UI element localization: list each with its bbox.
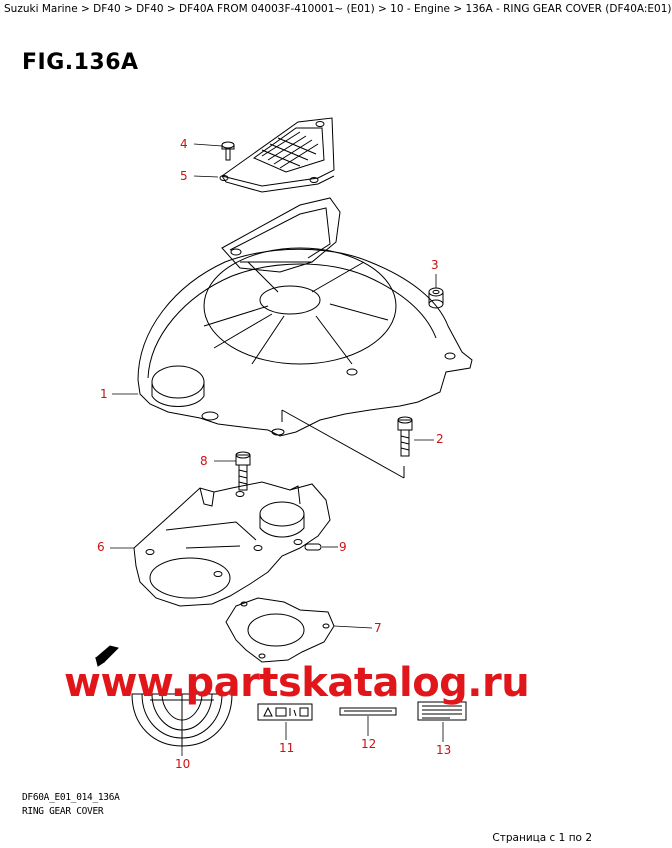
part-2-bolt[interactable] xyxy=(397,416,413,457)
part-3-grommet[interactable] xyxy=(428,287,444,309)
part-12-label[interactable] xyxy=(339,707,397,716)
parts-diagram xyxy=(95,117,473,756)
pagination[interactable]: Страница с 1 по 2 xyxy=(492,832,592,844)
callout-2[interactable]: 2 xyxy=(436,432,444,446)
figure-title: FIG.136A xyxy=(22,50,139,75)
callout-10[interactable]: 10 xyxy=(175,757,191,771)
breadcrumb[interactable]: Suzuki Marine > DF40 > DF40 > DF40A FROM… xyxy=(4,3,672,15)
watermark: www.partskatalog.ru xyxy=(64,660,530,706)
leader-lines xyxy=(110,143,444,756)
part-5-vent-plate[interactable] xyxy=(219,117,335,193)
callout-7[interactable]: 7 xyxy=(374,621,382,635)
callout-1[interactable]: 1 xyxy=(100,387,108,401)
callout-8[interactable]: 8 xyxy=(200,454,208,468)
callout-6[interactable]: 6 xyxy=(97,540,105,554)
part-7-gasket[interactable] xyxy=(225,597,335,663)
part-9-pin[interactable] xyxy=(304,543,322,551)
figure-code: DF60A_E01_014_136A xyxy=(22,792,120,803)
part-1-ring-gear-cover[interactable] xyxy=(137,197,473,479)
part-4-screw[interactable] xyxy=(221,141,235,161)
callout-11[interactable]: 11 xyxy=(279,741,295,755)
part-8-bolt[interactable] xyxy=(235,451,251,491)
callout-12[interactable]: 12 xyxy=(361,737,377,751)
callout-3[interactable]: 3 xyxy=(431,258,439,272)
callout-9[interactable]: 9 xyxy=(339,540,347,554)
part-11-label[interactable] xyxy=(257,703,313,721)
part-13-label[interactable] xyxy=(417,701,467,721)
fwd-arrow-icon xyxy=(95,645,119,667)
figure-name: RING GEAR COVER xyxy=(22,806,104,817)
callout-13[interactable]: 13 xyxy=(436,743,452,757)
callout-4[interactable]: 4 xyxy=(180,137,188,151)
callout-5[interactable]: 5 xyxy=(180,169,188,183)
part-6-bracket[interactable] xyxy=(133,481,331,607)
